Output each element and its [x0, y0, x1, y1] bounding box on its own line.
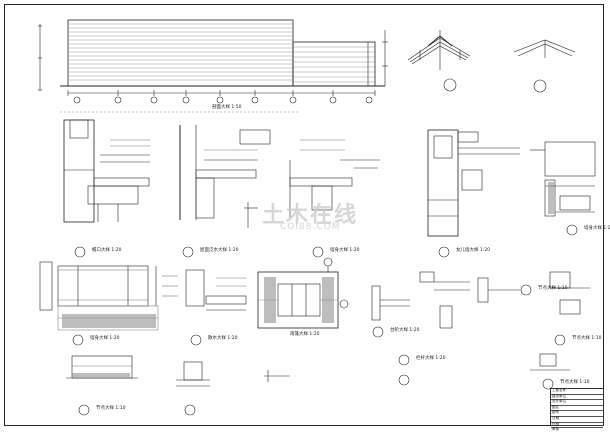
detail-caption: 节点大样 1:10 [560, 380, 590, 385]
detail-caption: 剖面大样 1:50 [212, 105, 242, 110]
detail-11-node [398, 271, 470, 386]
roof-ridge-detail [407, 30, 471, 92]
title-block-row: 审核 [552, 427, 559, 432]
ridge-cap-detail [513, 39, 576, 93]
detail-caption: 节点大样 1:10 [96, 406, 126, 411]
detail-caption: 台阶大样 1:20 [390, 328, 420, 333]
sheet-frame [4, 4, 604, 426]
detail-9-window-plan [257, 257, 349, 329]
detail-caption: 檐口大样 1:20 [92, 248, 122, 253]
detail-12-node [477, 277, 532, 303]
title-block-row: 工程名称 [551, 388, 603, 395]
detail-caption: 墙身大样 1:20 [584, 226, 610, 231]
title-block-row: 图号 [551, 410, 603, 417]
detail-caption: 女儿墙大样 1:20 [456, 248, 491, 253]
detail-6-section [530, 141, 596, 236]
detail-7-railing [39, 261, 178, 346]
detail-3-section [179, 125, 258, 258]
detail-caption: 栏杆大样 1:20 [416, 356, 446, 361]
detail-4-section [239, 129, 380, 258]
title-block-row: 图名 [551, 405, 603, 412]
detail-caption: 节点大样 1:10 [538, 286, 568, 291]
detail-8-threshold [185, 269, 247, 346]
detail-2-section [63, 119, 150, 258]
detail-10-node [371, 285, 410, 338]
title-block-row: 比例 [551, 422, 603, 429]
detail-caption: 墙身大样 1:20 [90, 336, 120, 341]
detail-caption: 屋面泛水大样 1:20 [200, 248, 239, 253]
detail-caption: 墙身大样 1:20 [330, 248, 360, 253]
detail-14-node [530, 353, 570, 390]
detail-caption: 节点大样 1:10 [572, 336, 602, 341]
title-block-row: 日期 [551, 416, 603, 423]
title-block-row: 设计单位 [551, 399, 603, 406]
title-block: 工程名称 建设单位 设计单位 图名 图号 日期 比例 审核 [550, 388, 604, 431]
detail-caption: 散水大样 1:20 [208, 336, 238, 341]
title-block-row: 建设单位 [551, 394, 603, 401]
detail-15-foundation [66, 355, 290, 416]
detail-caption: 雨篷大样 1:20 [290, 332, 320, 337]
detail-13-node [549, 271, 590, 346]
detail-5-section [427, 129, 520, 258]
top-elevation [38, 19, 388, 113]
